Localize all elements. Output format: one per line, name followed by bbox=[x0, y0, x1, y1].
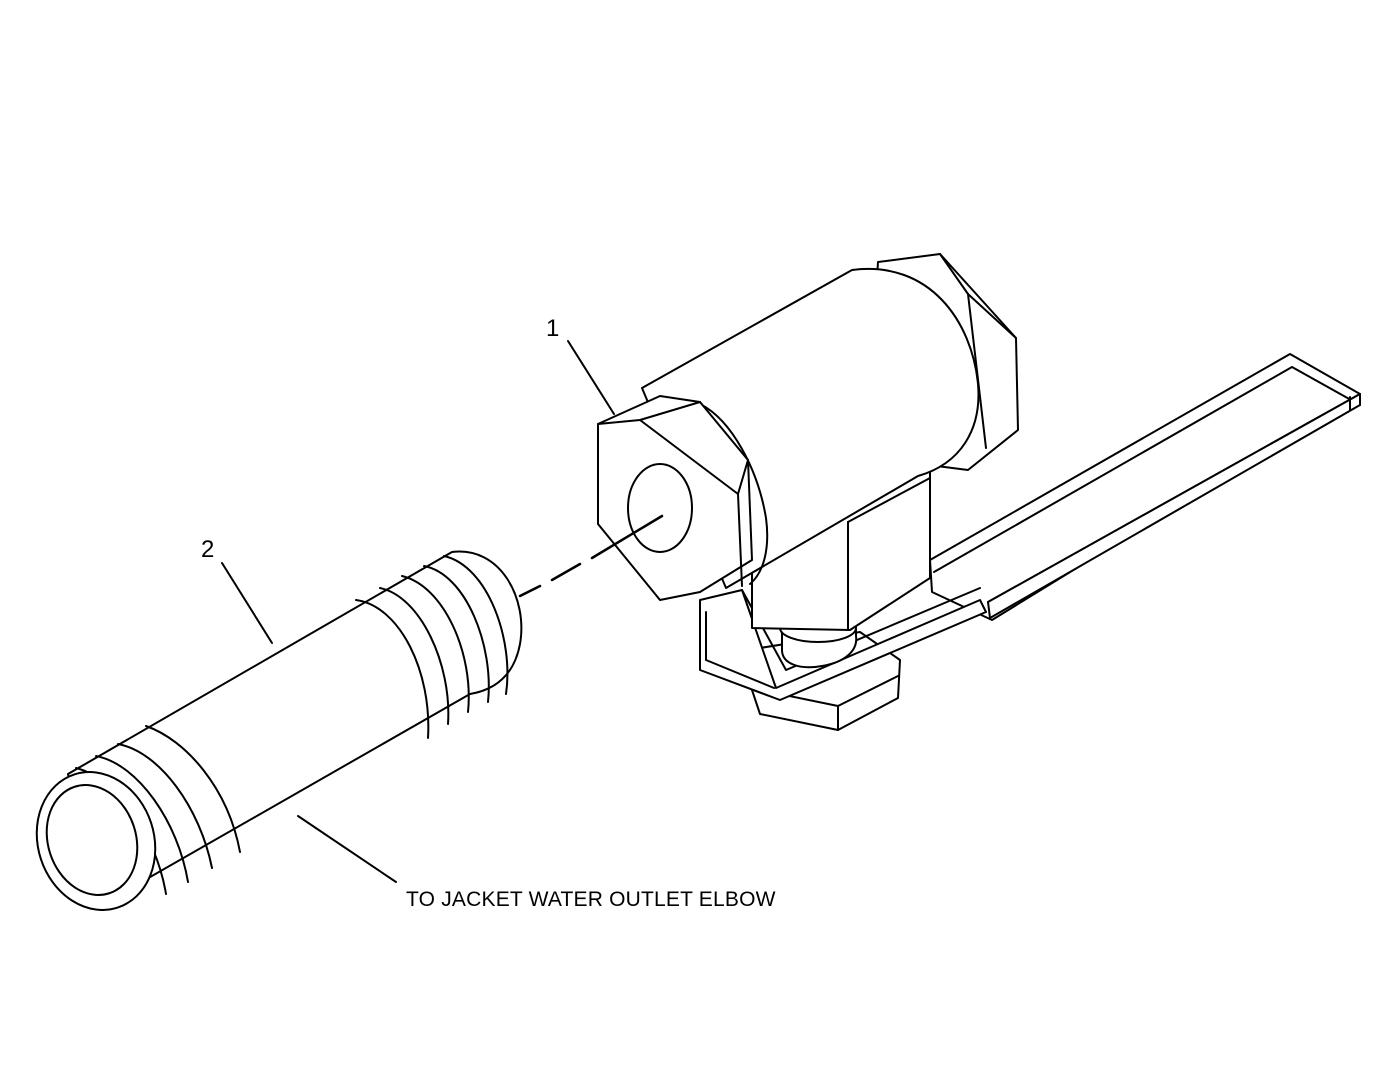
pipe-bore bbox=[45, 784, 139, 896]
assembly-centerline bbox=[518, 514, 664, 598]
callout-part-1: 1 bbox=[546, 315, 559, 342]
part-1-valve-assembly bbox=[518, 253, 1361, 731]
leader-lines bbox=[221, 340, 615, 883]
leader-line-note bbox=[297, 815, 397, 883]
port-opening bbox=[627, 463, 693, 553]
note-jacket-water-outlet: TO JACKET WATER OUTLET ELBOW bbox=[406, 888, 776, 911]
mounting-strip bbox=[929, 353, 1361, 621]
front-hex-nut bbox=[597, 395, 753, 601]
part-2-pipe-nipple bbox=[35, 550, 523, 911]
leader-line-part-1 bbox=[567, 340, 615, 415]
leader-line-part-2 bbox=[221, 562, 273, 644]
body-stem bbox=[751, 469, 931, 631]
callout-part-2: 2 bbox=[201, 536, 214, 563]
